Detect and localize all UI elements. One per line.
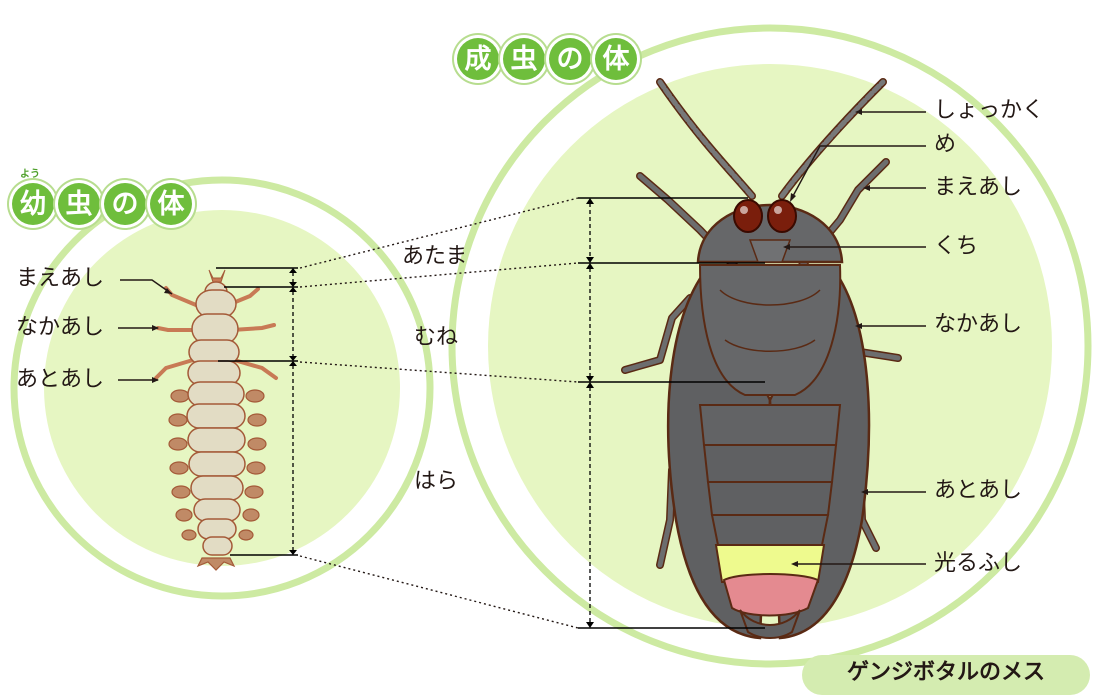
adult-label-eye: め — [934, 134, 956, 156]
larva-title-char: の — [104, 183, 146, 225]
larva-label-mid-leg: なかあし — [16, 317, 104, 339]
adult-label-antenna: しょっかく — [934, 100, 1044, 122]
larva-title-ruby: よう — [20, 165, 40, 180]
adult-title-char: 体 — [595, 38, 637, 80]
larva-title-char: 虫 — [58, 183, 100, 225]
adult-label-mouth: くち — [934, 236, 978, 258]
adult-title-char: 虫 — [503, 38, 545, 80]
section-label-thorax: むね — [414, 327, 458, 349]
adult-label-mid-leg: なかあし — [934, 314, 1022, 336]
section-label-head: あたま — [402, 246, 467, 268]
adult-title: 成 虫 の 体 — [457, 38, 637, 80]
adult-label-front-leg: まえあし — [934, 177, 1022, 199]
larva-label-hind-leg: あとあし — [16, 369, 104, 391]
larva-title-char: 体 — [150, 183, 192, 225]
larva-title: 幼 虫 の 体 — [12, 183, 192, 225]
section-label-abdomen: はら — [414, 471, 458, 493]
adult-title-char: の — [549, 38, 591, 80]
adult-label-hind-leg: あとあし — [934, 480, 1022, 502]
adult-title-char: 成 — [457, 38, 499, 80]
adult-label-light-segment: 光るふし — [934, 553, 1022, 575]
larva-label-front-leg: まえあし — [16, 268, 104, 290]
larva-title-char: 幼 — [12, 183, 54, 225]
species-caption: ゲンジボタルのメス — [802, 655, 1090, 695]
